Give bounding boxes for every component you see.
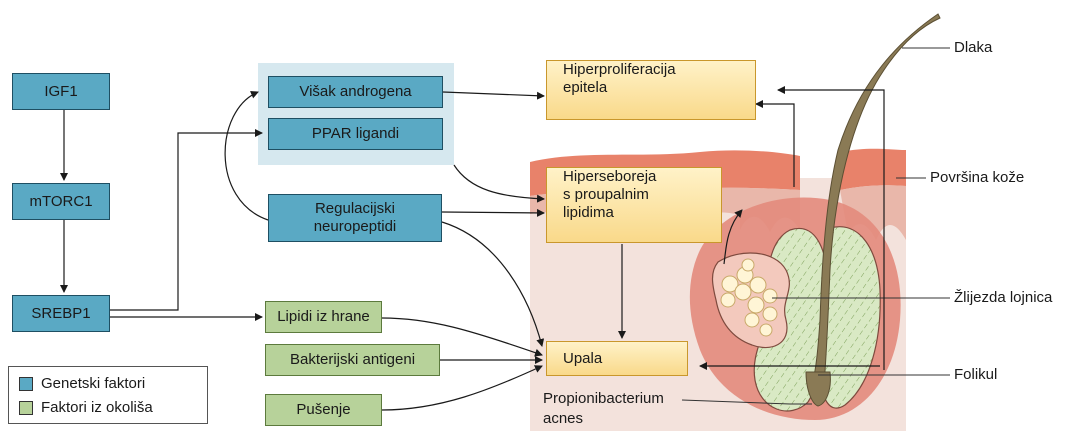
- node-hiperproliferacija-line-2: epitela: [563, 79, 607, 97]
- label-dlaka: Dlaka: [954, 39, 992, 57]
- legend: Genetski faktori Faktori iz okoliša: [8, 366, 208, 424]
- node-mtorc1: mTORC1: [12, 183, 110, 220]
- node-srebp1: SREBP1: [12, 295, 110, 332]
- skin-surface-band-right: [840, 149, 906, 190]
- node-regulacijski-neuropeptidi: Regulacijski neuropeptidi: [268, 194, 442, 242]
- node-pusenje: Pušenje: [265, 394, 382, 426]
- legend-label-genetic: Genetski faktori: [41, 375, 145, 392]
- legend-swatch-environmental: [19, 401, 33, 415]
- node-hiperproliferacija-line-1: Hiperproliferacija: [563, 61, 676, 79]
- label-propionibacterium-line-1: Propionibacterium: [543, 389, 664, 409]
- arrow-regulacijski-upala: [442, 222, 542, 346]
- node-hiperseboreja-line-2: s proupalnim: [563, 186, 649, 204]
- node-upala: Upala: [546, 341, 688, 376]
- arrow-visak-hiperproliferacija: [443, 92, 544, 96]
- legend-item-environmental: Faktori iz okoliša: [19, 399, 153, 416]
- node-hiperseboreja: Hiperseboreja s proupalnim lipidima: [546, 167, 722, 243]
- arrow-regulacijski-hiperseboreja: [442, 212, 544, 213]
- label-propionibacterium: Propionibacterium acnes: [543, 389, 664, 429]
- legend-item-genetic: Genetski faktori: [19, 375, 145, 392]
- node-hiperproliferacija-epitela: Hiperproliferacija epitela: [546, 60, 756, 120]
- node-hiperseboreja-line-1: Hiperseboreja: [563, 168, 656, 186]
- label-zlijezda-lojnica: Žlijezda lojnica: [954, 289, 1052, 307]
- node-ppar-ligandi: PPAR ligandi: [268, 118, 443, 150]
- node-hiperseboreja-line-3: lipidima: [563, 204, 614, 222]
- node-igf1: IGF1: [12, 73, 110, 110]
- node-bakterijski-antigeni: Bakterijski antigeni: [265, 344, 440, 376]
- label-folikul: Folikul: [954, 366, 997, 384]
- label-propionibacterium-line-2: acnes: [543, 409, 664, 429]
- node-regulacijski-line-2: neuropeptidi: [314, 218, 397, 236]
- legend-label-environmental: Faktori iz okoliša: [41, 399, 153, 416]
- arrow-srebp1-ppar: [110, 133, 262, 310]
- legend-swatch-genetic: [19, 377, 33, 391]
- node-visak-androgena: Višak androgena: [268, 76, 443, 108]
- node-lipidi-iz-hrane: Lipidi iz hrane: [265, 301, 382, 333]
- node-regulacijski-line-1: Regulacijski: [315, 200, 395, 218]
- label-povrsina-koze: Površina kože: [930, 169, 1024, 187]
